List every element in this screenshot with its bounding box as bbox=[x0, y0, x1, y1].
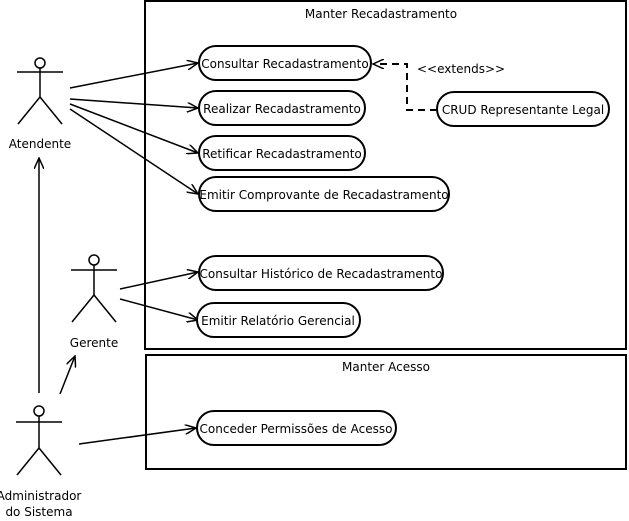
atendente-associations bbox=[69, 63, 198, 194]
arrow-admin-to-gerente bbox=[59, 356, 75, 395]
arrow-gerente-consultar-historico bbox=[119, 272, 198, 290]
arrow-atendente-consultar bbox=[69, 63, 198, 89]
arrow-gerente-emitir-relatorio bbox=[119, 298, 198, 320]
use-case-emitir-comprovante[interactable]: Emitir Comprovante de Recadastramento bbox=[198, 176, 450, 212]
use-case-consultar-recadastramento[interactable]: Consultar Recadastramento bbox=[198, 45, 372, 81]
use-case-label: Consultar Recadastramento bbox=[201, 57, 368, 71]
actor-label-administrador-line1: Administrador bbox=[0, 489, 81, 503]
extends-relation: <<extends>> bbox=[373, 62, 505, 111]
use-case-label: Conceder Permissões de Acesso bbox=[200, 422, 393, 436]
actor-administrador-do-sistema[interactable]: Administrador do Sistema bbox=[0, 405, 81, 519]
use-case-label: CRUD Representante Legal bbox=[442, 103, 604, 117]
use-case-label: Emitir Relatório Gerencial bbox=[201, 314, 355, 328]
use-case-crud-representante-legal[interactable]: CRUD Representante Legal bbox=[436, 91, 610, 127]
stick-figure-icon bbox=[16, 405, 62, 476]
extends-label: <<extends>> bbox=[417, 62, 505, 76]
boundary-manter-acesso: Manter Acesso bbox=[145, 354, 627, 470]
use-case-label: Realizar Recadastramento bbox=[203, 102, 361, 116]
use-case-retificar-recadastramento[interactable]: Retificar Recadastramento bbox=[198, 135, 366, 171]
actor-gerente[interactable]: Gerente bbox=[70, 254, 118, 350]
use-case-realizar-recadastramento[interactable]: Realizar Recadastramento bbox=[198, 90, 366, 126]
arrow-atendente-emitir-comprovante bbox=[69, 108, 198, 194]
use-case-label: Retificar Recadastramento bbox=[202, 147, 362, 161]
boundary-manter-recadastramento: Manter Recadastramento bbox=[144, 0, 627, 350]
boundary-title-recadastramento: Manter Recadastramento bbox=[305, 7, 457, 21]
use-case-emitir-relatorio-gerencial[interactable]: Emitir Relatório Gerencial bbox=[196, 302, 361, 338]
gerente-associations bbox=[119, 272, 198, 320]
actor-relations bbox=[39, 158, 75, 395]
use-case-label: Consultar Histórico de Recadastramento bbox=[200, 267, 443, 281]
boundary-title-acesso: Manter Acesso bbox=[342, 360, 430, 374]
use-case-label: Emitir Comprovante de Recadastramento bbox=[199, 188, 448, 202]
actor-label-gerente: Gerente bbox=[70, 336, 118, 350]
actor-label-administrador-line2: do Sistema bbox=[5, 505, 72, 519]
use-case-consultar-historico[interactable]: Consultar Histórico de Recadastramento bbox=[198, 255, 444, 291]
extends-dashed-arrow bbox=[373, 64, 437, 111]
use-case-conceder-permissoes[interactable]: Conceder Permissões de Acesso bbox=[196, 410, 397, 446]
actor-label-atendente: Atendente bbox=[9, 137, 71, 151]
stick-figure-icon bbox=[71, 254, 117, 323]
arrow-atendente-retificar bbox=[69, 103, 198, 153]
stick-figure-icon bbox=[17, 57, 63, 125]
actor-atendente[interactable]: Atendente bbox=[9, 57, 71, 151]
arrow-admin-conceder-permissoes bbox=[78, 428, 196, 445]
arrow-atendente-realizar bbox=[69, 98, 198, 108]
